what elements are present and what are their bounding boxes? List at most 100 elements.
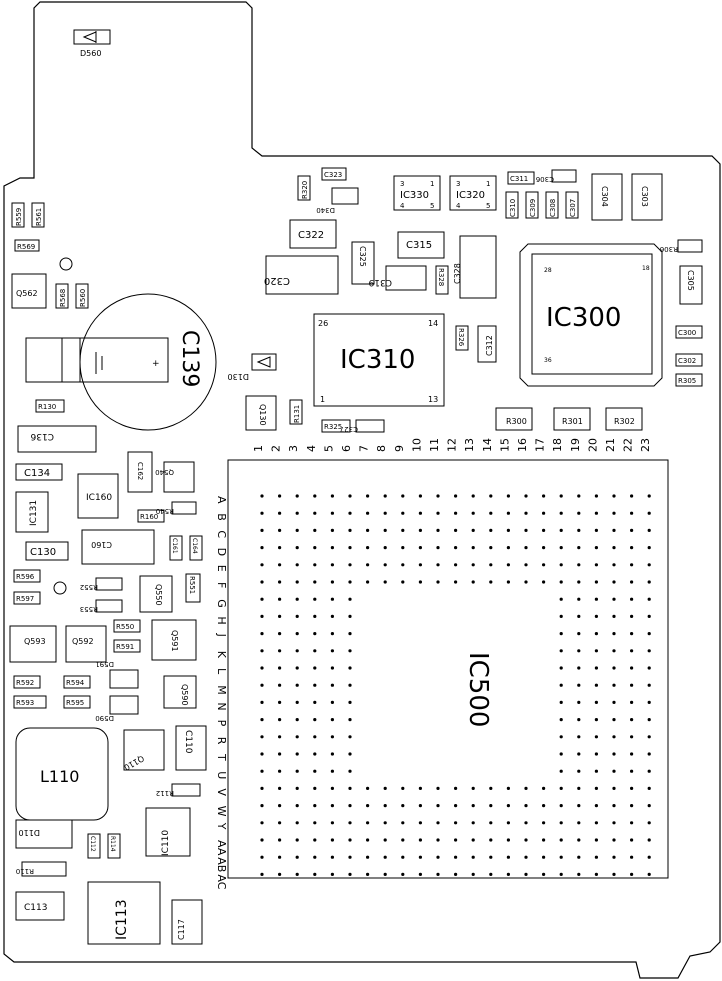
bga-pad — [506, 821, 510, 825]
bga-pad — [577, 597, 581, 601]
bga-pad — [366, 786, 370, 791]
bga-pad — [295, 494, 299, 498]
bga-pad — [594, 838, 599, 842]
bga-pad — [454, 855, 458, 859]
bga-pad — [295, 700, 299, 705]
q593-label: Q593 — [24, 637, 46, 646]
bga-pad — [454, 838, 458, 842]
bga-pad — [383, 563, 387, 567]
battery-c139: + C139 — [25, 293, 217, 431]
bga-pad — [278, 718, 282, 722]
bga-pad — [559, 494, 563, 498]
c309-label: C309 — [529, 199, 537, 217]
ic500-row-L: L — [215, 668, 228, 675]
r596-label: R596 — [16, 573, 35, 581]
bga-pad — [366, 838, 370, 842]
bga-pad — [506, 511, 510, 515]
bga-pad — [612, 614, 616, 619]
bga-pad — [454, 563, 458, 567]
bga-pad — [260, 821, 264, 825]
bga-pad — [330, 735, 334, 739]
bga-pad — [630, 563, 634, 567]
r130-label: R130 — [38, 403, 56, 411]
bga-pad — [577, 511, 581, 515]
ic500-row-AC: AC — [215, 874, 228, 889]
bga-pad — [383, 511, 387, 515]
bga-pad — [278, 632, 282, 636]
bga-pad — [401, 563, 405, 567]
ic500-col-21: 21 — [604, 438, 617, 452]
bga-pad — [471, 821, 475, 825]
d130-label: D130 — [228, 372, 249, 381]
bga-pad — [577, 614, 581, 619]
ic500-col-22: 22 — [622, 438, 635, 452]
c136-label: C136 — [30, 431, 54, 441]
ic160-label: IC160 — [86, 493, 112, 503]
r551-label: R551 — [188, 576, 196, 594]
svg-text:36: 36 — [544, 357, 552, 364]
bga-pad — [295, 649, 299, 653]
bga-pad — [260, 614, 264, 619]
bga-pad — [295, 804, 299, 808]
bga-pad — [348, 511, 352, 515]
bga-pad — [630, 683, 634, 687]
bga-pad — [383, 855, 387, 859]
bga-pad — [278, 804, 282, 808]
bga-pad — [471, 872, 475, 877]
bga-pad — [489, 872, 493, 877]
bga-pad — [278, 528, 282, 533]
bga-pad — [559, 666, 563, 670]
ic500-col-5: 5 — [322, 445, 335, 452]
ic500-col-2: 2 — [270, 445, 283, 452]
ic500-row-W: W — [215, 806, 228, 817]
bga-pad — [647, 580, 651, 584]
svg-text:13: 13 — [428, 395, 438, 404]
ic310-label: IC310 — [340, 345, 415, 375]
bga-pad — [454, 786, 458, 791]
svg-text:26: 26 — [318, 319, 328, 328]
bga-pad — [524, 494, 528, 498]
bga-pad — [330, 872, 334, 877]
r550-label: R550 — [116, 623, 134, 631]
bga-pad — [330, 804, 334, 808]
bga-pad — [594, 597, 599, 601]
left-mid-group: R130 C136 C134 IC160 C162 Q540 R540 IC13… — [15, 399, 203, 565]
bga-pad — [260, 838, 264, 842]
bga-pad — [330, 752, 334, 756]
bga-pad — [330, 821, 334, 825]
bga-pad — [559, 632, 563, 636]
bga-pad — [594, 546, 599, 550]
bga-pad — [295, 718, 299, 722]
bga-pad — [577, 683, 581, 687]
bga-pad — [506, 563, 510, 567]
bga-pad — [348, 735, 352, 739]
d590-label: D590 — [95, 714, 114, 722]
bga-pad — [612, 872, 616, 877]
board-outline — [3, 1, 721, 979]
c323-label: C323 — [324, 171, 342, 179]
bga-pad — [471, 494, 475, 498]
r561-label: R561 — [35, 208, 43, 226]
bga-pad — [295, 632, 299, 636]
bga-pad — [278, 821, 282, 825]
bga-pad — [559, 821, 563, 825]
ic500-row-A: A — [215, 496, 228, 504]
r306-label: R306 — [659, 245, 678, 253]
ic113-label: IC113 — [114, 899, 130, 940]
bga-pad — [295, 683, 299, 687]
bga-pad — [489, 494, 493, 498]
ic500-col-6: 6 — [340, 445, 353, 452]
bga-pad — [630, 528, 634, 533]
bga-pad — [524, 804, 528, 808]
bga-pad — [401, 804, 405, 808]
bga-pad — [366, 563, 370, 567]
bga-pad — [506, 786, 510, 791]
bga-pad — [630, 580, 634, 584]
c113-label: C113 — [24, 903, 47, 913]
bga-pad — [383, 786, 387, 791]
bga-pad — [330, 700, 334, 705]
bga-pad — [366, 855, 370, 859]
bga-pad — [313, 872, 317, 877]
bga-pad — [506, 494, 510, 498]
